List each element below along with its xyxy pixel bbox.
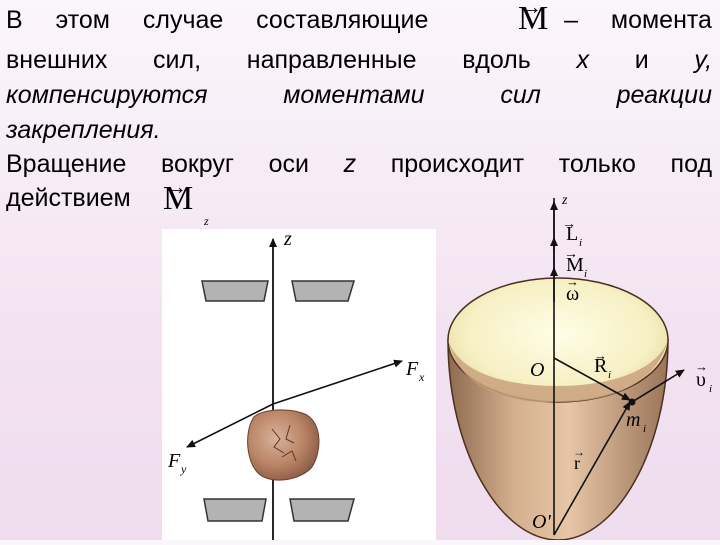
moment-letter: M (163, 180, 194, 217)
word: реакции (616, 81, 712, 109)
text-line-2: внешних сил, направленные вдоль x и y, (6, 44, 712, 76)
velocity-subscript: i (709, 383, 712, 395)
word: вдоль (462, 46, 531, 74)
word: моментами (283, 81, 425, 109)
word: сил, (153, 46, 202, 74)
velocity-arrow (631, 369, 685, 403)
word: под (670, 150, 713, 178)
force-x-arrow (272, 359, 403, 405)
bearing-top-right (291, 280, 356, 302)
word: составляющие (256, 6, 429, 34)
velocity-label: υ (696, 369, 706, 391)
word: оси (268, 150, 310, 178)
rigid-body-diagram: z F x F y (167, 228, 425, 540)
angular-momentum-subscript: i (579, 237, 582, 249)
word: внешних (6, 46, 108, 74)
svg-text:→: → (573, 445, 585, 459)
moment-z-subscript: z (204, 214, 209, 228)
word: y, (694, 46, 713, 74)
svg-text:→: → (566, 274, 579, 289)
radius-arrow (553, 357, 631, 401)
word: – момента (564, 6, 712, 34)
word: Вращение (6, 150, 127, 178)
svg-text:→: → (562, 217, 576, 232)
moment-vector-symbol: →M (518, 0, 549, 37)
force-y-arrow (186, 403, 274, 448)
z-axis-label: z (283, 229, 292, 250)
moment-label: M (566, 254, 584, 276)
bearing-bottom-right (289, 498, 355, 522)
text-line-1: В этом случае составляющие – момента (6, 4, 712, 36)
mass-subscript: i (643, 423, 646, 435)
word: и (634, 46, 649, 74)
word: происходит (390, 150, 525, 178)
paraboloid-diagram: z L → i M → i ω → O R → i υ → i m i r → … (447, 193, 712, 540)
word: сил (500, 81, 541, 109)
origin-bottom-label: O' (532, 511, 551, 533)
word: компенсируются (6, 81, 208, 109)
force-y-label: F (167, 450, 181, 472)
moment-z-symbol: →M (163, 174, 194, 217)
word: В этом (6, 6, 110, 34)
origin-label: O (530, 359, 544, 381)
bearing-bottom-left (203, 498, 267, 522)
word: x (576, 46, 590, 74)
force-y-subscript: y (180, 462, 187, 476)
word: случае (142, 6, 224, 34)
text-line-5: Вращение вокруг оси z происходит только … (6, 148, 712, 180)
moment-letter: M (518, 0, 549, 37)
radius-subscript: i (608, 369, 611, 381)
position-label: r (574, 453, 580, 473)
position-arrow (553, 401, 631, 536)
text-line-3: компенсируются моментами сил реакции (6, 79, 712, 111)
mass-point (628, 398, 636, 406)
word: направленные (246, 46, 417, 74)
bearing-top-left (201, 280, 269, 302)
svg-text:→: → (564, 247, 578, 262)
svg-text:→: → (594, 348, 607, 363)
text-line-6: действием (6, 184, 131, 212)
svg-text:→: → (695, 359, 708, 374)
radius-label: R (594, 355, 608, 377)
mass-label: m (626, 409, 640, 431)
force-x-subscript: x (418, 370, 425, 384)
force-x-label: F (405, 358, 419, 380)
word: z (343, 150, 357, 178)
moment-subscript: i (584, 268, 587, 280)
rigid-body-figure: z F x F y (162, 228, 436, 540)
word: вокруг (160, 150, 235, 178)
omega-label: ω (566, 283, 579, 305)
rigid-body (247, 409, 320, 481)
angular-momentum-label: L (566, 223, 578, 245)
text-line-4: закрепления. (6, 116, 161, 144)
word: только (558, 150, 636, 178)
z-label-right: z (561, 193, 568, 208)
